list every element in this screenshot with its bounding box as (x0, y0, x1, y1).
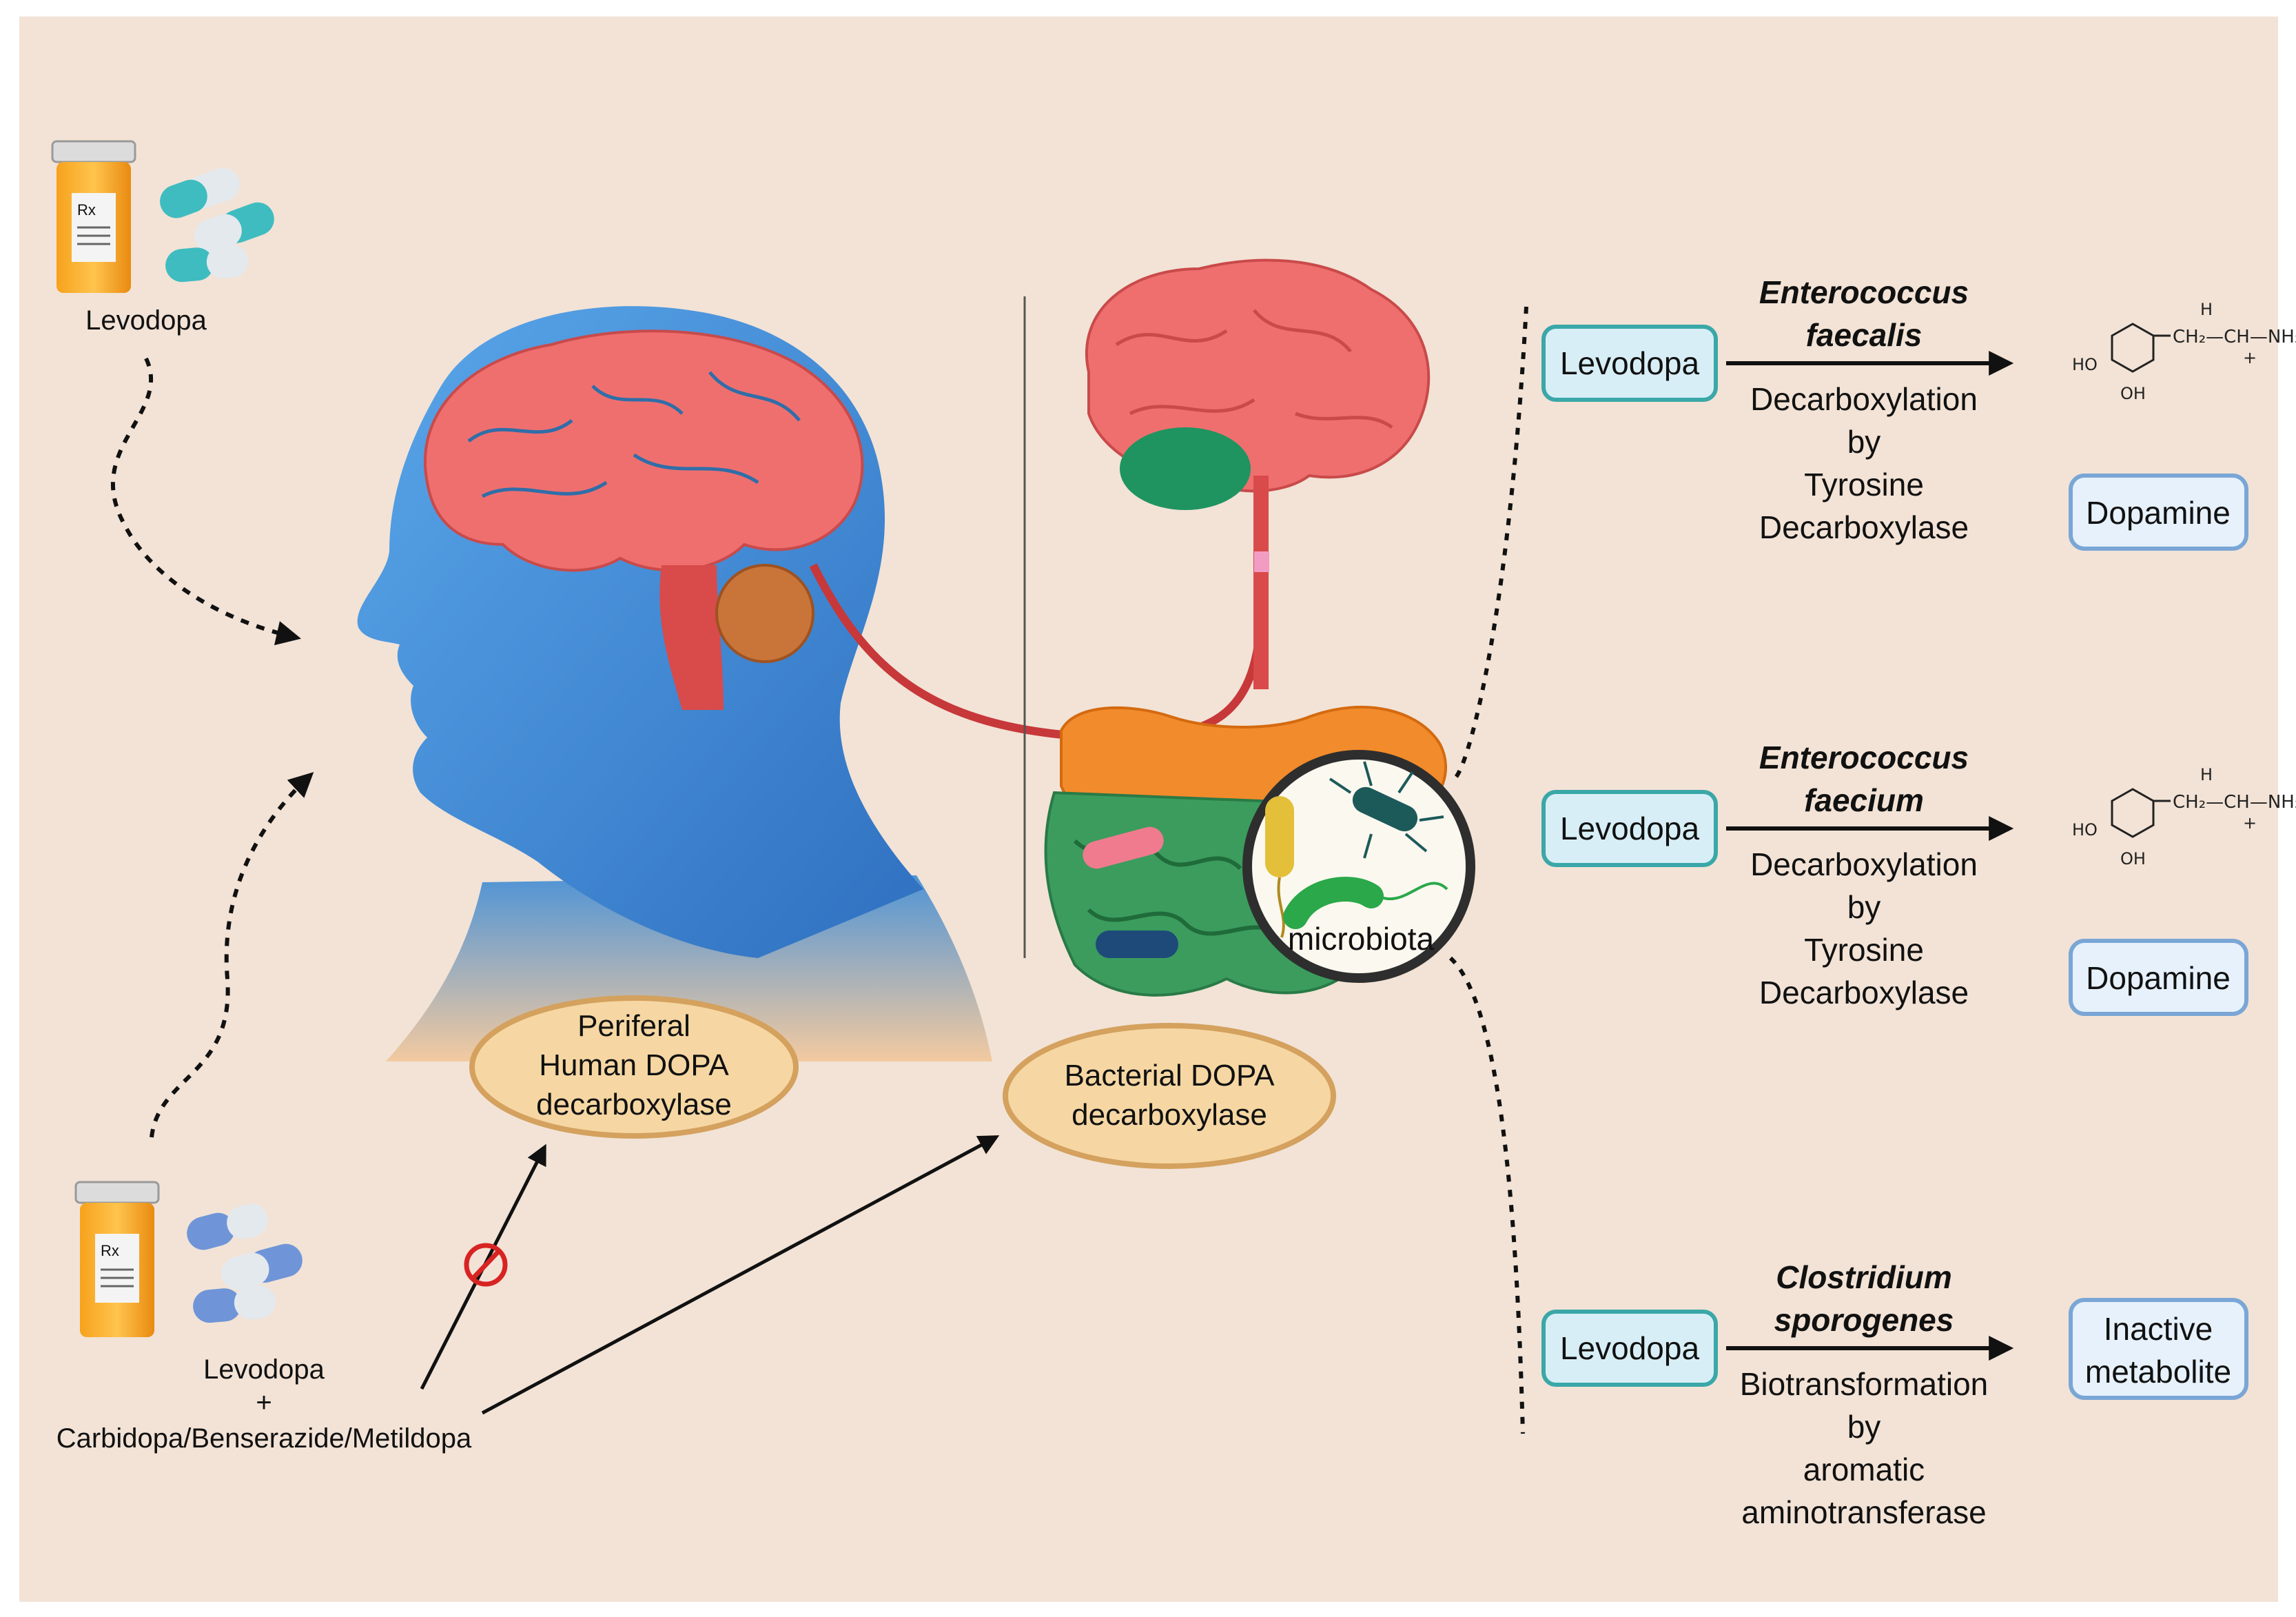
cerebellum (715, 564, 814, 663)
process-line: Decarboxylation (1750, 846, 1978, 882)
dopamine-structure: CH₂—CH—NH₃ H + HO OH (2072, 765, 2296, 868)
hydrogen-label: H (2200, 765, 2213, 784)
levodopa-drug-label: Levodopa (85, 305, 207, 336)
substrate-box (1541, 325, 1718, 402)
substrate-label: Levodopa (1560, 811, 1699, 846)
pathway-rows: LevodopaEnterococcusfaecalisDecarboxylat… (1541, 274, 2296, 1530)
capsules-icon (160, 167, 274, 283)
arrow-to-bacterial-enzyme (481, 1135, 1000, 1415)
curved-bacterium-green (1283, 877, 1384, 929)
product-label: metabolite (2085, 1354, 2231, 1390)
product-label: Dopamine (2086, 495, 2231, 531)
process-line: by (1847, 424, 1881, 460)
product-box (2069, 1298, 2248, 1400)
hydroxyl-label: HO (2072, 820, 2098, 840)
organism-name-line: Enterococcus (1759, 740, 1969, 775)
charge-label: + (2243, 348, 2257, 367)
capsules-icon (187, 1203, 303, 1323)
pill-bottle-icon: Rx (51, 140, 136, 293)
oral-intake-arrow-top (111, 357, 302, 646)
benzene-ring (2111, 788, 2155, 838)
substrate-label: Levodopa (1560, 1330, 1699, 1366)
organism-name-line: sporogenes (1774, 1302, 1954, 1338)
levodopa-combo-label-2: + (256, 1387, 271, 1418)
hydroxyl-label: HO (2072, 355, 2098, 374)
human-head-illustration (357, 306, 1265, 1061)
levodopa-carbidopa-drug-icon: Rx Levodopa + Carbidopa/Benserazide/Meti… (57, 1181, 472, 1454)
human-enzyme-line-3: decarboxylase (536, 1088, 732, 1121)
substrate-box (1541, 790, 1718, 867)
no-entry-icon (464, 1243, 508, 1287)
human-enzyme-line-1: Periferal (577, 1009, 690, 1043)
cerebellum (1120, 427, 1251, 510)
process-line: aromatic (1803, 1452, 1925, 1487)
substrate-box (1541, 1310, 1718, 1387)
levodopa-combo-label-3: Carbidopa/Benserazide/Metildopa (57, 1423, 472, 1454)
dopamine-structure: CH₂—CH—NH₃ H + HO OH (2072, 300, 2296, 403)
process-line: Tyrosine (1804, 932, 1924, 968)
product-box (2069, 939, 2248, 1016)
oral-intake-arrow-bottom (150, 772, 314, 1138)
pathway-row: Levodopa Clostridium sporogenesBiotransfor… (1541, 1259, 2248, 1530)
process-line: Decarboxylation (1750, 381, 1978, 417)
rod-bacterium-yellow (1265, 796, 1294, 877)
pill-bottle-icon: Rx (74, 1181, 160, 1337)
brainstem (659, 565, 724, 710)
head-brain (423, 329, 864, 572)
human-enzyme-line-2: Human DOPA (539, 1048, 729, 1082)
microbiota-label: microbiota (1288, 921, 1435, 957)
substrate-label: Levodopa (1560, 345, 1699, 381)
organism-name-line: faecalis (1806, 317, 1923, 353)
microbiota-circle: microbiota (1242, 750, 1475, 983)
organism-name-line: Enterococcus (1759, 274, 1969, 310)
process-line: by (1847, 889, 1881, 925)
bacterial-enzyme-line-2: decarboxylase (1072, 1098, 1267, 1132)
rod-bacterium-teal (1352, 786, 1418, 832)
bottle-label: Rx (101, 1242, 119, 1259)
levodopa-combo-label-1: Levodopa (203, 1354, 325, 1385)
hydroxyl-label: OH (2120, 849, 2146, 868)
human-dopa-decarboxylase-node: Periferal Human DOPA decarboxylase (469, 995, 799, 1139)
charge-label: + (2243, 813, 2257, 833)
bottle-label: Rx (77, 201, 96, 218)
organism-name-line: faecium (1804, 782, 1924, 818)
bacterial-enzyme-line-1: Bacterial DOPA (1065, 1059, 1275, 1092)
levodopa-drug-icon: Rx Levodopa (51, 140, 274, 336)
bacterial-dopa-decarboxylase-node: Bacterial DOPA decarboxylase (1003, 1023, 1336, 1169)
process-line: Biotransformation (1740, 1366, 1989, 1402)
organism-name-line: Clostridium (1776, 1259, 1952, 1295)
product-label: Inactive (2104, 1311, 2213, 1347)
product-box (2069, 474, 2248, 551)
process-line: Decarboxylase (1759, 975, 1969, 1010)
pathway-row: Levodopa Enterococcus faeciumDecarboxylati… (1541, 740, 2296, 1016)
process-line: Decarboxylase (1759, 509, 1969, 545)
hydrogen-label: H (2200, 300, 2213, 319)
process-line: by (1847, 1409, 1881, 1445)
pathway-row: Levodopa Enterococcus faecalisDecarboxylat… (1541, 274, 2296, 551)
process-line: Tyrosine (1804, 467, 1924, 502)
hydroxyl-label: OH (2120, 384, 2146, 403)
side-chain-label: CH₂—CH—NH₃ (2173, 792, 2296, 813)
benzene-ring (2111, 323, 2155, 373)
pathway-divider-dotted (1448, 306, 1528, 1434)
side-chain-label: CH₂—CH—NH₃ (2173, 327, 2296, 347)
process-line: aminotransferase (1741, 1494, 1986, 1530)
product-label: Dopamine (2086, 960, 2231, 996)
